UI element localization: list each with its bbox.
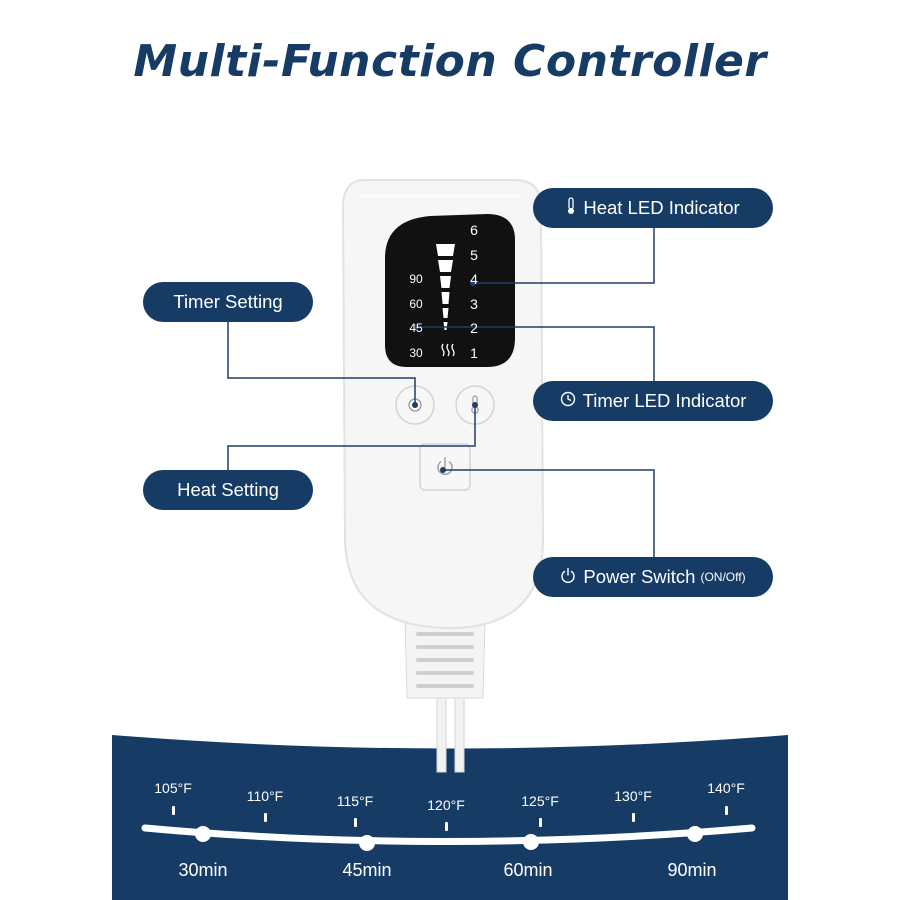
temperature-label: 125°F [521, 793, 559, 809]
time-label: 60min [503, 860, 553, 880]
power-icon [560, 567, 576, 587]
heat-level: 5 [470, 246, 478, 263]
callout-label: Heat LED Indicator [583, 197, 740, 218]
timer-level: 30 [409, 345, 423, 360]
power-switch-callout: Power Switch (ON/Off) [533, 557, 773, 597]
heat-led-indicator-callout: Heat LED Indicator [533, 188, 773, 228]
timer-led-indicator-callout: Timer LED Indicator [533, 381, 773, 421]
heat-bar-graph [436, 244, 455, 330]
leader-dots [412, 280, 478, 473]
temperature-label: 140°F [707, 780, 745, 796]
scale-band [112, 735, 788, 900]
temperature-label: 130°F [614, 788, 652, 804]
power-button[interactable] [419, 443, 471, 491]
power-button-icon [437, 457, 453, 476]
time-label: 45min [342, 860, 392, 880]
scale-knobs [195, 826, 703, 851]
callout-label: Power Switch [583, 566, 696, 587]
timer-level: 60 [409, 296, 423, 311]
time-label: 90min [667, 860, 717, 880]
temperature-label: 105°F [154, 780, 192, 796]
heat-waves-icon [441, 343, 455, 357]
callout-label: Timer LED Indicator [582, 390, 747, 411]
callout-sublabel: (ON/Off) [700, 570, 746, 584]
heat-level: 6 [470, 222, 478, 238]
callout-label: Heat Setting [177, 479, 279, 500]
clock-icon [560, 391, 576, 411]
scale-track [141, 824, 756, 845]
heat-level-labels: 6 5 4 3 2 1 [466, 218, 482, 365]
temperature-label: 110°F [246, 788, 284, 804]
heat-level: 4 [470, 271, 478, 287]
heat-level: 3 [470, 295, 478, 312]
callout-label: Timer Setting [173, 291, 283, 312]
power-cable [404, 619, 486, 773]
temperature-label: 115°F [336, 793, 374, 809]
leader-lines [227, 228, 655, 558]
timer-setting-callout: Timer Setting [143, 282, 313, 322]
heat-level: 2 [470, 320, 478, 336]
temperature-label: 120°F [427, 797, 465, 813]
timer-level: 90 [409, 272, 423, 286]
timer-level-labels: 90 60 45 30 [403, 267, 429, 365]
heat-level: 1 [470, 344, 478, 361]
scale-ticks [172, 806, 728, 831]
thermometer-icon [566, 197, 576, 219]
page-title: Multi-Function Controller [133, 36, 767, 87]
time-label: 30min [178, 860, 228, 880]
heat-setting-callout: Heat Setting [143, 470, 313, 510]
timer-level: 45 [409, 321, 423, 335]
